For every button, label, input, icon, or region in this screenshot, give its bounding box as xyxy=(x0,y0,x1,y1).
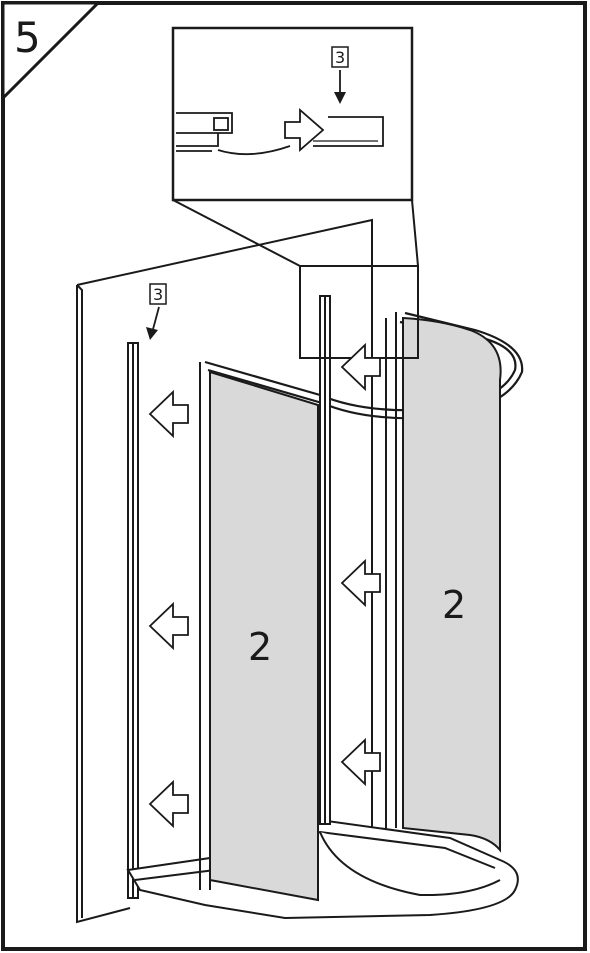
right-panel-label: 2 xyxy=(442,583,466,627)
center-posts xyxy=(319,258,387,830)
right-arrows xyxy=(340,342,381,787)
detail-inset: 3 xyxy=(171,26,414,202)
pointer-arrow-icon xyxy=(146,327,158,340)
left-glass-panel: 2 xyxy=(199,362,319,902)
wall-profile-detail xyxy=(313,116,384,147)
arrow-right-icon xyxy=(284,108,325,152)
arrow-left-icon xyxy=(148,779,189,829)
wall xyxy=(76,218,373,924)
arrow-left-icon xyxy=(148,601,189,651)
arrow-left-icon xyxy=(340,342,381,392)
wall-callout-label: 3 xyxy=(153,285,163,304)
right-glass-panel: 2 xyxy=(395,312,502,853)
arrow-left-icon xyxy=(340,558,381,608)
zoom-connector xyxy=(172,199,419,267)
zoom-target-box xyxy=(299,265,419,359)
left-wall-profile xyxy=(127,342,139,899)
detail-callout-box xyxy=(331,46,349,68)
left-arrows xyxy=(148,389,189,829)
step-badge: 5 xyxy=(1,1,102,102)
arrow-left-icon xyxy=(340,737,381,787)
detail-callout-label: 3 xyxy=(335,48,345,67)
wall-callout-box xyxy=(149,283,167,305)
arrow-left-icon xyxy=(148,389,189,439)
profile-channel xyxy=(176,112,291,156)
step-number: 5 xyxy=(14,13,41,62)
pointer-arrow-icon xyxy=(334,92,346,104)
left-panel-label: 2 xyxy=(248,625,272,669)
